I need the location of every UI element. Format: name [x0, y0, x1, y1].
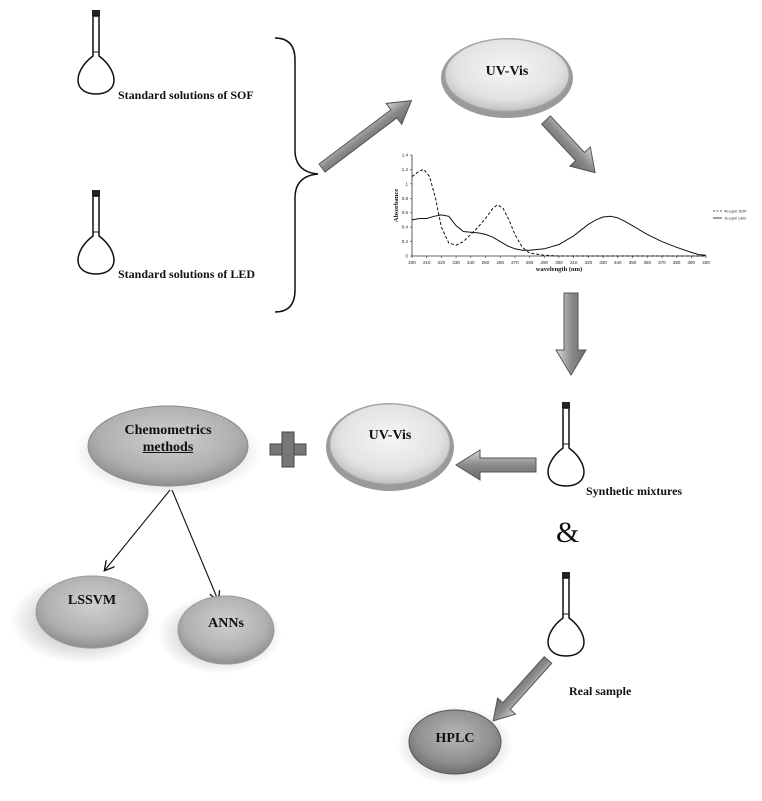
hplc-node: [397, 705, 513, 785]
label-sof: Standard solutions of SOF: [118, 88, 254, 102]
lssvm-node: [10, 575, 154, 664]
chemometrics-label: Chemometrics methods: [98, 422, 238, 456]
legend-entry: 40 ppm SOF: [724, 209, 747, 214]
x-tick-label: 350: [629, 260, 637, 265]
arrow-real-to-hplc: [492, 655, 553, 722]
series-line-2: [411, 214, 707, 256]
y-tick-label: 1: [405, 181, 408, 186]
chemometrics-label-line2: methods: [142, 440, 194, 455]
legend-entry: 10 ppm LED: [724, 216, 746, 221]
uvvis-top-node: [441, 38, 573, 118]
x-tick-label: 330: [599, 260, 607, 265]
label-led: Standard solutions of LED: [118, 267, 256, 281]
label-synthetic: Synthetic mixtures: [586, 484, 683, 498]
uvvis-mid-label: UV-Vis: [368, 428, 412, 443]
y-tick-label: 0.4: [402, 225, 409, 230]
flask-icon-real: [547, 572, 585, 657]
x-tick-label: 360: [643, 260, 651, 265]
absorbance-spectrum-chart: 200 210 220 230 240 250 260 270 280 290 300 310 320 3…: [393, 153, 747, 274]
chart-y-axis-label: Absorbance: [393, 189, 400, 222]
x-tick-label: 280: [526, 260, 534, 265]
y-tick-label: 1.2: [402, 167, 409, 172]
flask-icon-led: [77, 190, 115, 275]
x-tick-label: 270: [511, 260, 519, 265]
flask-icon-synthetic: [547, 402, 585, 487]
x-tick-label: 250: [482, 260, 490, 265]
y-tick-label: 0.8: [402, 196, 409, 201]
arrow-brace-to-uvvis: [318, 100, 413, 173]
x-tick-label: 390: [688, 260, 696, 265]
uvvis-mid-node: [326, 403, 454, 491]
x-tick-label: 290: [541, 260, 549, 265]
x-tick-label: 240: [467, 260, 475, 265]
series-line-1: [411, 168, 706, 257]
y-tick-label: 1.4: [402, 153, 409, 158]
plus-icon: [269, 431, 307, 468]
x-tick-label: 230: [452, 260, 460, 265]
arrow-to-lssvm: [105, 489, 171, 570]
chemometrics-label-line1: Chemometrics: [124, 423, 212, 438]
hplc-label: HPLC: [435, 731, 475, 746]
x-tick-label: 200: [408, 260, 416, 265]
x-tick-label: 400: [702, 260, 710, 265]
curly-brace: [274, 37, 319, 313]
y-tick-label: 0: [405, 254, 408, 259]
y-tick-label: 0.6: [402, 210, 409, 215]
arrow-to-anns: [171, 489, 218, 600]
x-tick-label: 300: [555, 260, 563, 265]
anns-node: [158, 594, 282, 674]
lssvm-label: LSSVM: [67, 593, 117, 608]
chart-x-axis-label: wavelength (nm): [536, 266, 582, 273]
x-tick-label: 370: [658, 260, 666, 265]
arrow-uvvis-to-spectrum: [540, 115, 596, 174]
x-tick-label: 380: [673, 260, 681, 265]
x-tick-label: 310: [570, 260, 578, 265]
x-tick-label: 220: [438, 260, 446, 265]
arrow-synthetic-to-uvvis: [455, 449, 537, 481]
x-tick-label: 340: [614, 260, 622, 265]
label-real: Real sample: [569, 684, 632, 698]
flask-icon-sof: [77, 10, 115, 95]
x-tick-label: 260: [496, 260, 504, 265]
arrow-spectrum-down: [555, 292, 587, 376]
x-tick-label: 210: [423, 260, 431, 265]
x-tick-label: 320: [585, 260, 593, 265]
ampersand: &: [556, 516, 580, 549]
y-tick-label: 0.2: [402, 239, 409, 244]
uvvis-top-label: UV-Vis: [485, 64, 529, 79]
anns-label: ANNs: [208, 616, 244, 631]
chemometrics-node: [74, 405, 262, 496]
